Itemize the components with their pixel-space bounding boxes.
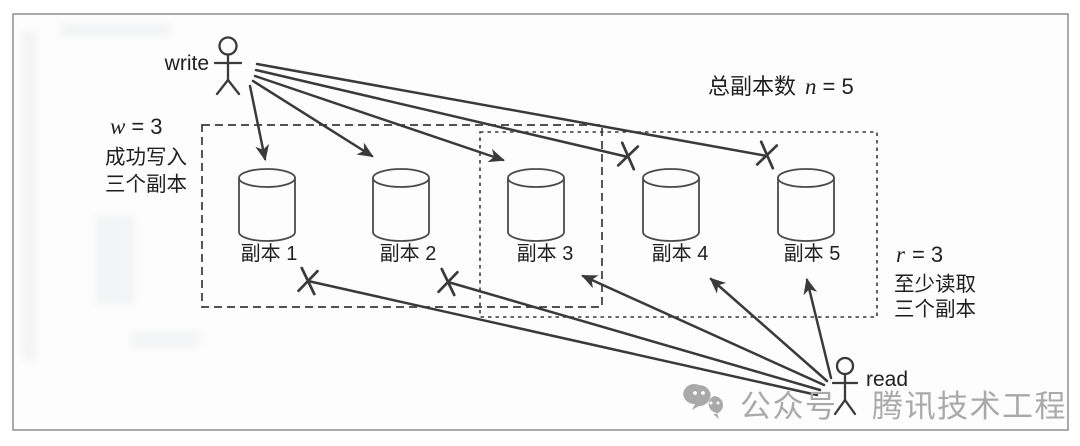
- write-line-replica-4-failed: [254, 68, 630, 159]
- replica-cylinder-1: [238, 168, 296, 242]
- replica-1-label: 副本 1: [241, 242, 298, 265]
- read-arrow-replica-4: [709, 277, 829, 383]
- write-quorum-equation: w= 3: [110, 114, 163, 139]
- read-line-replica-2-failed: [446, 280, 822, 392]
- replica-cylinder-4: [642, 168, 700, 242]
- replica-cylinder-5: [777, 168, 835, 242]
- lines-layer: [213, 36, 859, 416]
- replica-cylinder-3: [507, 168, 565, 242]
- replicas-layer: [238, 168, 835, 242]
- read-quorum-box: [479, 131, 878, 318]
- write-arrow-replica-1: [248, 84, 270, 161]
- failed-read-x-replica-1: [297, 266, 319, 296]
- read-arrow-replica-5: [803, 278, 833, 380]
- wechat-icon: [683, 384, 724, 419]
- replica-2-label: 副本 2: [380, 242, 437, 265]
- scan-artifacts: [22, 22, 200, 360]
- replica-4-label: 副本 4: [652, 242, 709, 265]
- watermark-text-left: 公众号: [740, 389, 838, 424]
- read-quorum-equation: r= 3: [896, 242, 943, 267]
- write-line-replica-5-failed: [255, 62, 769, 158]
- total-replicas-prefix: 总副本数: [708, 74, 796, 99]
- read-quorum-desc-1: 至少读取: [894, 273, 976, 296]
- write-arrow-replica-3: [253, 74, 505, 163]
- write-actor-label: write: [164, 52, 209, 75]
- write-quorum-var: w: [110, 114, 126, 139]
- failed-write-x-replica-4: [616, 141, 640, 171]
- write-actor-icon: [213, 36, 243, 96]
- write-arrow-replica-2: [251, 79, 374, 158]
- total-replicas-var: n: [805, 74, 817, 99]
- read-line-replica-1-failed: [306, 279, 819, 397]
- replica-5-label: 副本 5: [784, 242, 841, 265]
- read-actor-icon: [831, 356, 859, 416]
- replica-3-label: 副本 3: [517, 242, 574, 265]
- read-quorum-eq: = 3: [912, 242, 943, 267]
- write-quorum-desc-1: 成功写入: [105, 146, 187, 169]
- failed-write-x-replica-5: [755, 140, 779, 170]
- read-arrow-replica-3: [581, 274, 826, 387]
- total-replicas-eq: = 5: [823, 74, 854, 99]
- read-actor-label: read: [866, 368, 908, 391]
- read-quorum-var: r: [896, 242, 906, 267]
- watermark-text-right: 腾讯技术工程: [872, 389, 1067, 424]
- replica-cylinder-2: [372, 168, 430, 242]
- failed-read-x-replica-2: [437, 267, 459, 297]
- read-quorum-desc-2: 三个副本: [894, 298, 976, 321]
- write-quorum-desc-2: 三个副本: [105, 173, 187, 196]
- total-replicas-label: 总副本数 n= 5: [708, 74, 854, 99]
- watermark: 公众号 腾讯技术工程: [683, 384, 1067, 424]
- write-quorum-eq: = 3: [131, 114, 162, 139]
